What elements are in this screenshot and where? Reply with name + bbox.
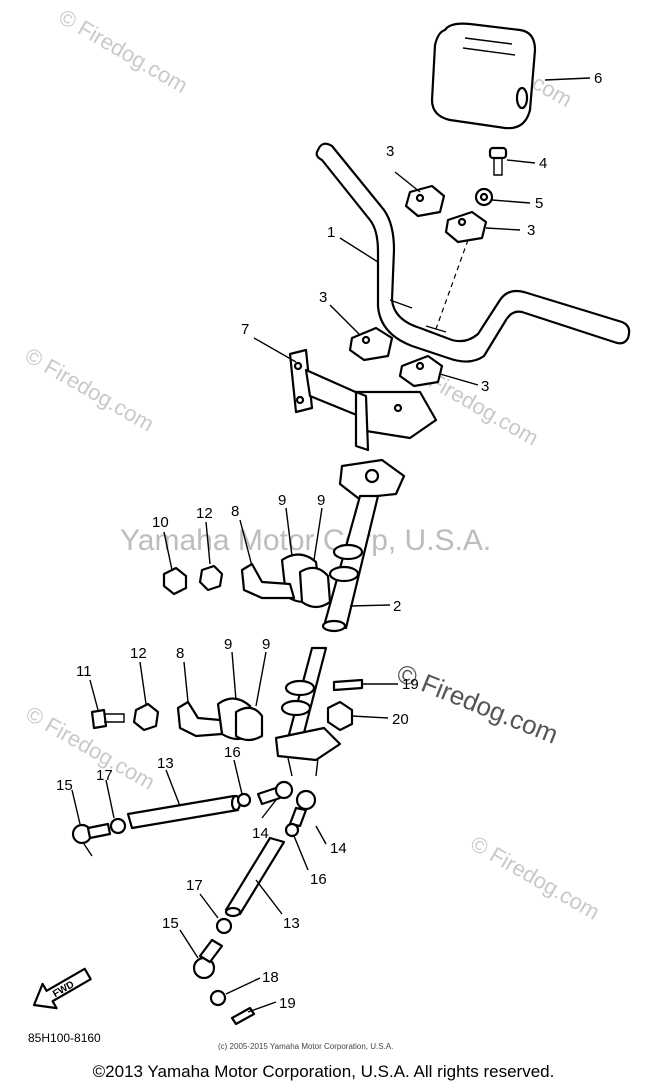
callout-11: 11 xyxy=(76,663,92,680)
callout-3: 3 xyxy=(319,289,327,306)
fwd-label: FWD xyxy=(51,979,76,1000)
nut-18 xyxy=(209,989,227,1007)
watermark-center: Yamaha Motor Corp, U.S.A. xyxy=(120,524,491,557)
holder-3-mid-right xyxy=(398,354,444,388)
fwd-arrow: FWD xyxy=(32,967,92,1010)
bracket-8-lower xyxy=(176,700,224,738)
callout-19: 19 xyxy=(402,676,419,693)
callout-15: 15 xyxy=(162,915,179,932)
callout-14: 14 xyxy=(330,840,347,857)
callout-6: 6 xyxy=(594,70,602,87)
callout-4: 4 xyxy=(539,155,547,172)
tie-rod-13-lower xyxy=(224,836,286,918)
bolt-19-upper xyxy=(332,678,364,692)
holder-3-mid-left xyxy=(348,326,394,362)
callout-13: 13 xyxy=(157,755,174,772)
small-copyright: (c) 2005-2015 Yamaha Motor Corporation, … xyxy=(218,1042,394,1051)
rod-end-15-lower xyxy=(192,938,224,980)
callout-16: 16 xyxy=(310,871,327,888)
callout-20: 20 xyxy=(392,711,409,728)
handlebar xyxy=(315,142,631,363)
watermark-firedog-dark: © Firedog.com xyxy=(393,658,563,750)
bolt-4 xyxy=(488,146,508,176)
callout-17: 17 xyxy=(96,767,113,784)
rod-end-14-right xyxy=(288,789,317,828)
bushing-9-lower xyxy=(216,697,264,742)
callout-9: 9 xyxy=(317,492,325,509)
callout-14: 14 xyxy=(252,825,269,842)
callout-9: 9 xyxy=(262,636,270,653)
rod-end-14-left xyxy=(256,780,294,806)
callout-3: 3 xyxy=(527,222,535,239)
bolt-11 xyxy=(90,708,125,730)
nut-16-lower xyxy=(284,822,300,838)
callout-3: 3 xyxy=(481,378,489,395)
nut-20 xyxy=(326,700,354,732)
tie-rod-13-upper xyxy=(126,794,242,830)
callout-15: 15 xyxy=(56,777,73,794)
nut-17-lower xyxy=(215,917,233,935)
leader-lines xyxy=(71,77,591,1013)
washer-5 xyxy=(474,187,494,207)
callout-19: 19 xyxy=(279,995,296,1012)
callout-3: 3 xyxy=(386,143,394,160)
rod-end-15-left xyxy=(71,822,112,857)
callout-12: 12 xyxy=(130,645,147,662)
callout-9: 9 xyxy=(224,636,232,653)
nut-12-lower xyxy=(132,702,160,732)
bracket-8-upper xyxy=(240,562,296,600)
callout-18: 18 xyxy=(262,969,279,986)
watermark-firedog: © Firedog.com xyxy=(21,342,159,436)
callout-16: 16 xyxy=(224,744,241,761)
nut-16-upper xyxy=(236,792,252,808)
part-number: 85H100-8160 xyxy=(28,1031,101,1045)
watermark-firedog: © Firedog.com xyxy=(466,831,604,925)
callout-12: 12 xyxy=(196,505,213,522)
callout-9: 9 xyxy=(278,492,286,509)
callout-5: 5 xyxy=(535,195,543,212)
holder-3-top-right xyxy=(444,210,488,244)
nut-12-upper xyxy=(198,564,224,592)
nut-17-upper xyxy=(109,817,127,835)
holder-3-top-left xyxy=(404,184,446,218)
callout-13: 13 xyxy=(283,915,300,932)
steering-column xyxy=(274,458,406,777)
column-holder-bracket xyxy=(288,348,438,452)
handlebar-pad xyxy=(430,22,537,130)
callout-8: 8 xyxy=(176,645,184,662)
callout-2: 2 xyxy=(393,598,401,615)
nut-10 xyxy=(162,566,188,596)
callout-8: 8 xyxy=(231,503,239,520)
callout-17: 17 xyxy=(186,877,203,894)
callout-7: 7 xyxy=(241,321,249,338)
watermark-firedog: © Firedog.com xyxy=(54,4,192,98)
bushing-9-upper xyxy=(280,553,332,609)
callout-1: 1 xyxy=(327,224,335,241)
callout-10: 10 xyxy=(152,514,169,531)
footer-copyright: ©2013 Yamaha Motor Corporation, U.S.A. A… xyxy=(92,1062,555,1081)
